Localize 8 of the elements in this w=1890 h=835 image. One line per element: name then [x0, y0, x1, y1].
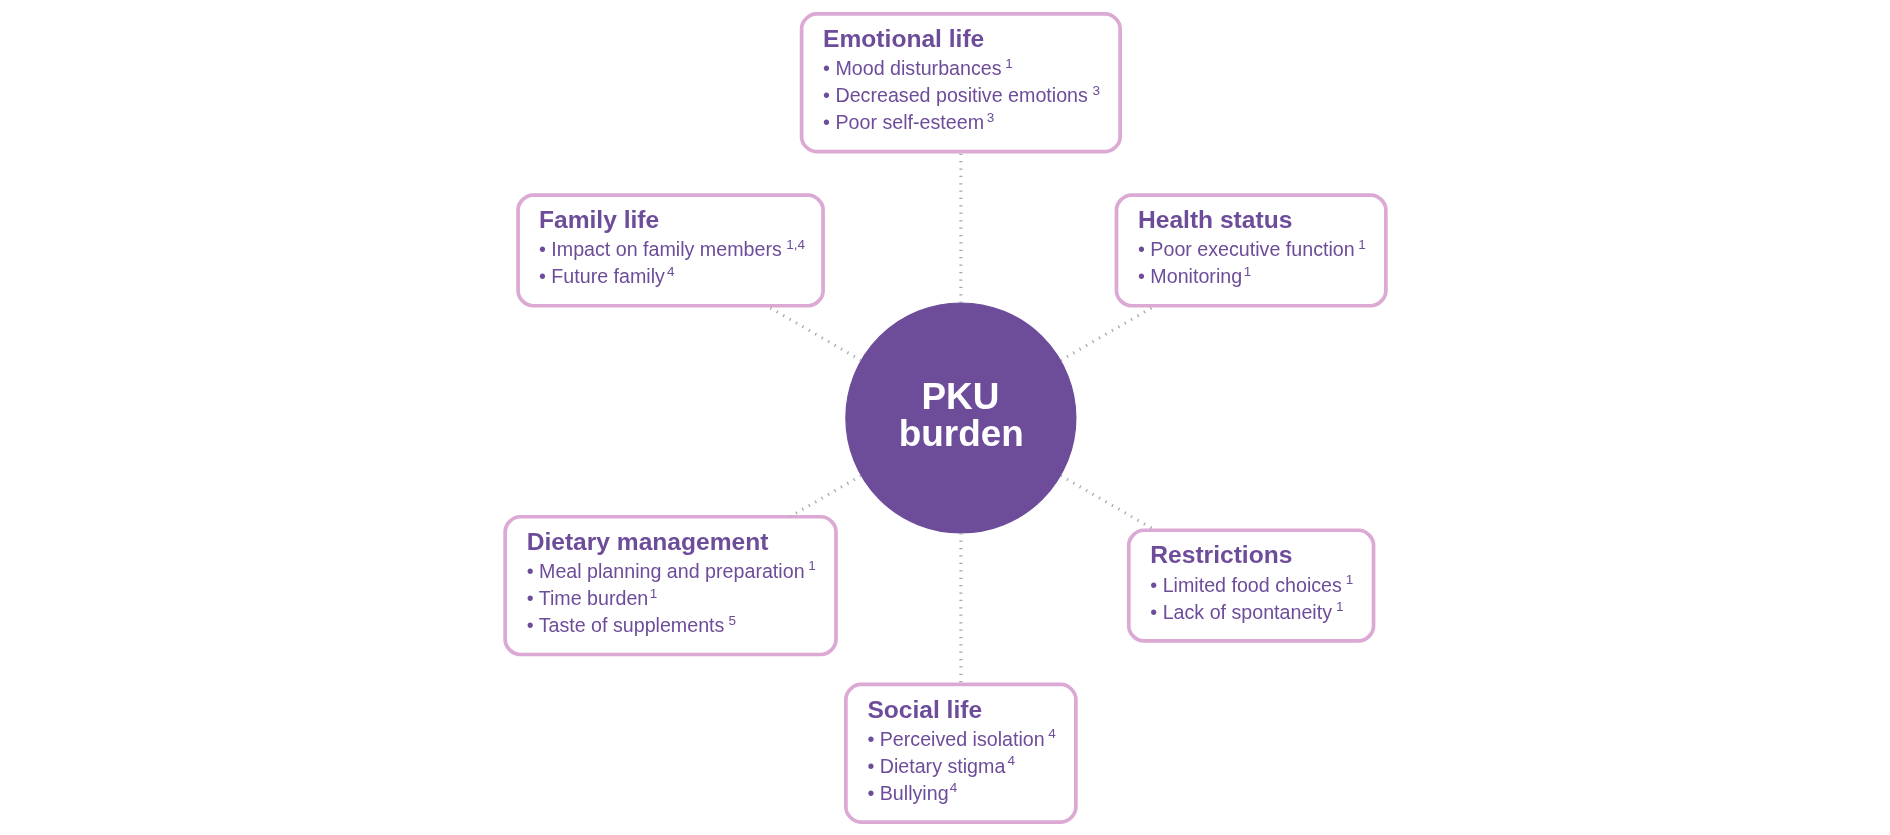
node-box: Health status • Poor executive function$^{1}$ • Monitoring$^{1}$ [1114, 192, 1388, 308]
node-circle: PKU burden [844, 301, 1076, 534]
connector [788, 473, 862, 518]
node-box: Dietary management • Meal planning and preparation$^{1}$ • Time burden$^{1}$ • Taste of supplements$^{5}$ [502, 514, 838, 656]
node-box: Emotional life • Mood disturbances$^{1}$ • Decreased positive emotions$^{3}$ • Poor self-esteem$^{3}$ [799, 11, 1122, 153]
node-box: Social life • Perceived isolation$^{4}$ • Dietary stigma$^{4}$ • Bullying$^{4}$ [843, 682, 1078, 824]
node-box: Family life • Impact on family members$^{1,4}$ • Future family$^{4}$ [515, 192, 825, 308]
node-box: Restrictions • Limited food choices$^{1}$ • Lack of spontaneity$^{1}$ [1126, 527, 1375, 643]
